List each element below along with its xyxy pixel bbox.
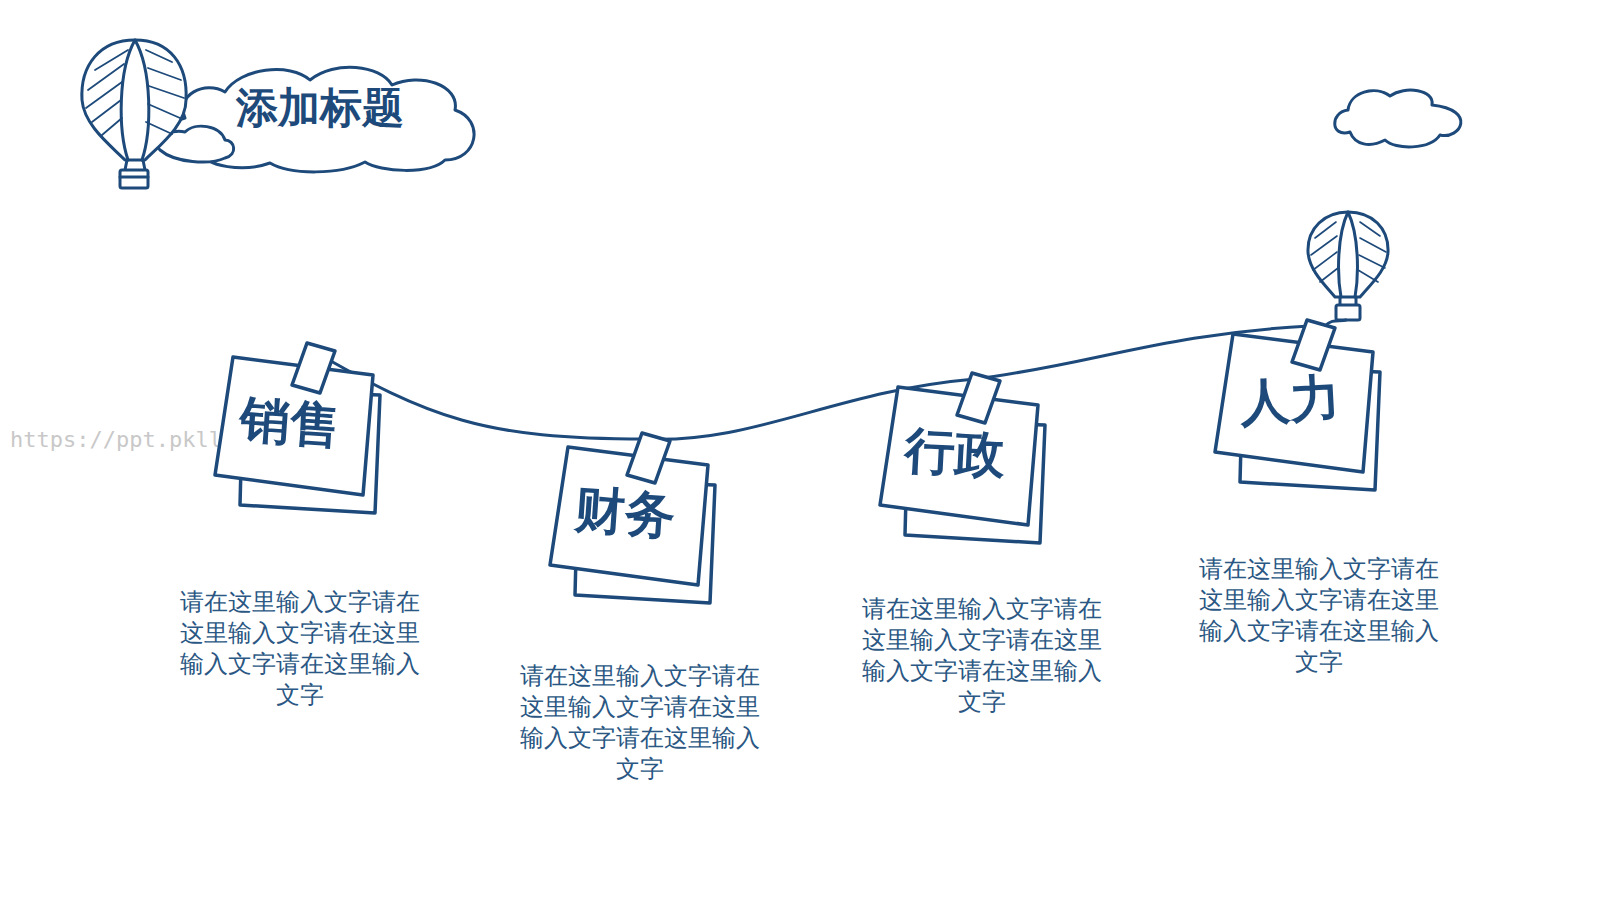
note-body: 请在这里输入文字请在这里输入文字请在这里输入文字请在这里输入文字 (1199, 554, 1439, 678)
note-heading: 财务 (548, 478, 702, 548)
note-heading: 行政 (879, 419, 1032, 487)
note-heading: 销售 (213, 388, 367, 458)
note-body: 请在这里输入文字请在这里输入文字请在这里输入文字请在这里输入文字 (180, 587, 420, 711)
hot-air-balloon (82, 40, 186, 188)
sticky-note: 人力请在这里输入文字请在这里输入文字请在这里输入文字请在这里输入文字 (1215, 322, 1385, 497)
sticky-note: 行政请在这里输入文字请在这里输入文字请在这里输入文字请在这里输入文字 (880, 375, 1050, 550)
note-body: 请在这里输入文字请在这里输入文字请在这里输入文字请在这里输入文字 (862, 594, 1102, 718)
sticky-note: 财务请在这里输入文字请在这里输入文字请在这里输入文字请在这里输入文字 (550, 435, 720, 610)
slide-title: 添加标题 (210, 80, 430, 136)
note-body: 请在这里输入文字请在这里输入文字请在这里输入文字请在这里输入文字 (520, 661, 760, 785)
hot-air-balloon (1308, 212, 1388, 320)
note-heading: 人力 (1214, 366, 1367, 434)
small-cloud (1335, 90, 1461, 147)
sticky-note: 销售请在这里输入文字请在这里输入文字请在这里输入文字请在这里输入文字 (215, 345, 385, 520)
